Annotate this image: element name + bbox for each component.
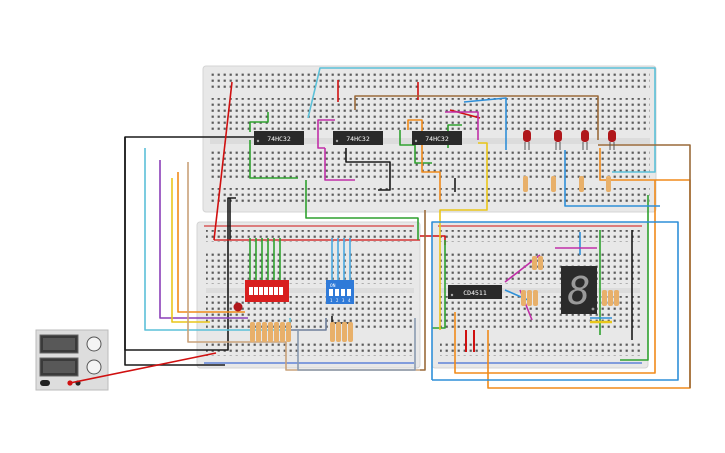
dip-switch-red[interactable] [245, 280, 289, 302]
dip-pin-label: 3 [342, 298, 345, 303]
led-2[interactable] [554, 130, 562, 150]
led-red-small[interactable] [233, 302, 243, 312]
ic-cd4511[interactable]: CD4511 [448, 285, 502, 299]
breadboard-right [431, 221, 649, 369]
terminal-strip-upper [210, 98, 650, 130]
power-rail-top [210, 72, 650, 88]
power-supply[interactable] [35, 329, 109, 391]
display-jumpers [555, 247, 612, 319]
dip-jumpers [249, 238, 351, 280]
dip-pin-label: 2 [336, 298, 339, 303]
dip-switch-blue[interactable]: ON 1 2 3 4 [326, 280, 354, 304]
display-digit: 8 [568, 269, 591, 313]
ic-label: 74HC32 [346, 135, 370, 143]
terminal-strip-lower [210, 148, 650, 180]
resistor-bank-left [250, 322, 291, 342]
resistor-bank-right [521, 256, 619, 306]
seven-segment-display[interactable]: 8 [561, 266, 597, 314]
led-1[interactable] [523, 130, 531, 150]
ic-74hc32-2[interactable]: 74HC32 [333, 131, 383, 145]
ic-label: CD4511 [463, 289, 487, 297]
power-rail-bottom [210, 188, 650, 204]
ic-label: 74HC32 [425, 135, 449, 143]
led-3[interactable] [581, 130, 589, 150]
breadboard-left [196, 221, 421, 369]
ic-74hc32-3[interactable]: 74HC32 [412, 131, 462, 145]
ic-74hc32-1[interactable]: 74HC32 [254, 131, 304, 145]
ic-label: 74HC32 [267, 135, 291, 143]
led-4[interactable] [608, 130, 616, 150]
resistors-top [523, 176, 611, 192]
resistor-bank-mid [330, 322, 353, 342]
dip-pin-label: 1 [330, 298, 333, 303]
dip-pin-label: 4 [348, 298, 351, 303]
dip-on-label: ON [330, 283, 336, 289]
